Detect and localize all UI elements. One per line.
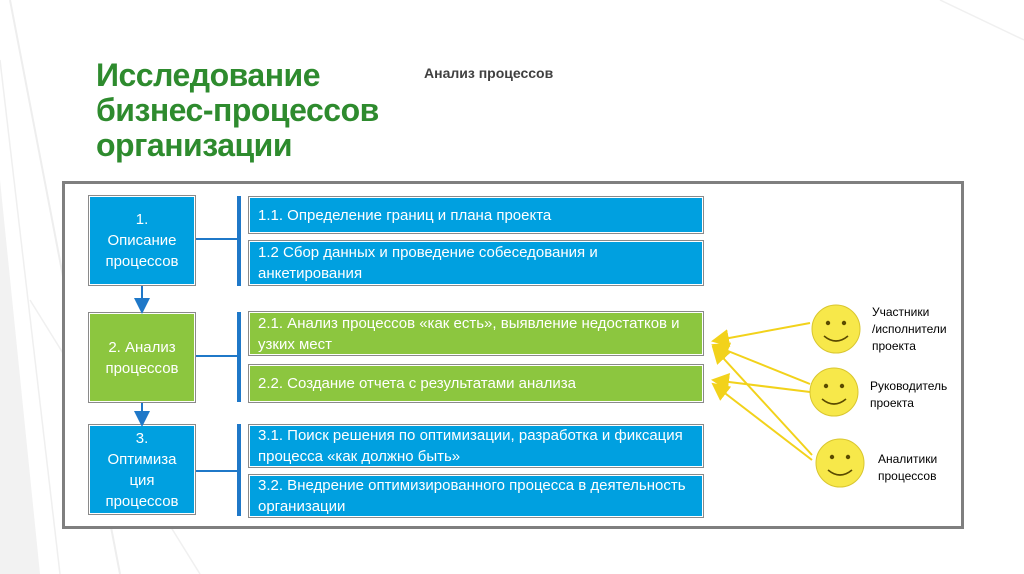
- task-3-2-box: 3.2. Внедрение оптимизированного процесс…: [248, 474, 704, 518]
- task-text: 2.1. Анализ процессов «как есть», выявле…: [258, 314, 680, 353]
- stage-label-line: Оптимиза: [107, 450, 177, 468]
- role-arrow: [711, 345, 813, 456]
- role-label-manager: Руководитель проекта: [870, 378, 947, 412]
- task-text: 2.2. Создание отчета с результатами анал…: [258, 375, 576, 392]
- task-2-2-box: 2.2. Создание отчета с результатами анал…: [248, 364, 704, 403]
- smiley-icon: [809, 367, 859, 417]
- subtitle: Анализ процессов: [424, 65, 554, 81]
- role-arrow: [711, 322, 811, 347]
- role-label-line: Руководитель: [870, 379, 948, 393]
- stage-label-line: Описание: [107, 232, 177, 249]
- stage-label-line: 2. Анализ: [108, 338, 176, 356]
- stage-label-line: процессов: [105, 359, 179, 377]
- role-label-participants: Участники /исполнители проекта: [872, 304, 947, 355]
- smiley-icon: [811, 304, 861, 354]
- stage-label-line: ция: [129, 471, 155, 489]
- role-label-line: процессов: [878, 469, 937, 483]
- stage-label-line: процессов: [105, 492, 179, 510]
- stage-2-box: 2. Анализ процессов: [88, 312, 196, 403]
- smiley-icon: [815, 438, 865, 488]
- role-label-analysts: Аналитики процессов: [878, 451, 937, 485]
- stage-1-connector: [196, 238, 238, 240]
- task-text: 1.2 Сбор данных и проведение собеседован…: [258, 244, 598, 282]
- stage-3-bracket: [237, 424, 241, 516]
- role-arrow: [711, 373, 811, 393]
- stage-3-connector: [196, 470, 238, 472]
- task-1-2-box: 1.2 Сбор данных и проведение собеседован…: [248, 240, 704, 286]
- task-1-1-box: 1.1. Определение границ и плана проекта: [248, 196, 704, 234]
- stage-label-line: 3.: [135, 429, 149, 447]
- title-line: Исследование: [96, 57, 320, 93]
- stage-1-box: 1. Описание процессов: [88, 195, 196, 286]
- task-3-1-box: 3.1. Поиск решения по оптимизации, разра…: [248, 424, 704, 468]
- task-2-1-box: 2.1. Анализ процессов «как есть», выявле…: [248, 311, 704, 356]
- task-text: 3.2. Внедрение оптимизированного процесс…: [258, 477, 686, 515]
- stage-label-line: 1.: [135, 211, 149, 228]
- title-line: бизнес-процессов: [96, 92, 379, 128]
- stage-2-connector: [196, 355, 238, 357]
- page-title: Исследование бизнес-процессов организаци…: [96, 58, 379, 163]
- role-arrow: [711, 342, 811, 385]
- title-line: организации: [96, 127, 293, 163]
- stage-1-bracket: [237, 196, 241, 286]
- role-label-line: проекта: [870, 396, 914, 410]
- stage-3-box: 3. Оптимиза ция процессов: [88, 424, 196, 515]
- stage-label-line: процессов: [105, 253, 179, 270]
- role-arrow: [711, 382, 813, 461]
- role-label-line: Участники: [872, 305, 930, 319]
- task-text: 3.1. Поиск решения по оптимизации, разра…: [258, 427, 683, 465]
- stage-2-bracket: [237, 312, 241, 402]
- role-label-line: /исполнители: [872, 322, 947, 336]
- role-label-line: проекта: [872, 339, 916, 353]
- task-text: 1.1. Определение границ и плана проекта: [258, 206, 552, 224]
- role-label-line: Аналитики: [878, 452, 938, 466]
